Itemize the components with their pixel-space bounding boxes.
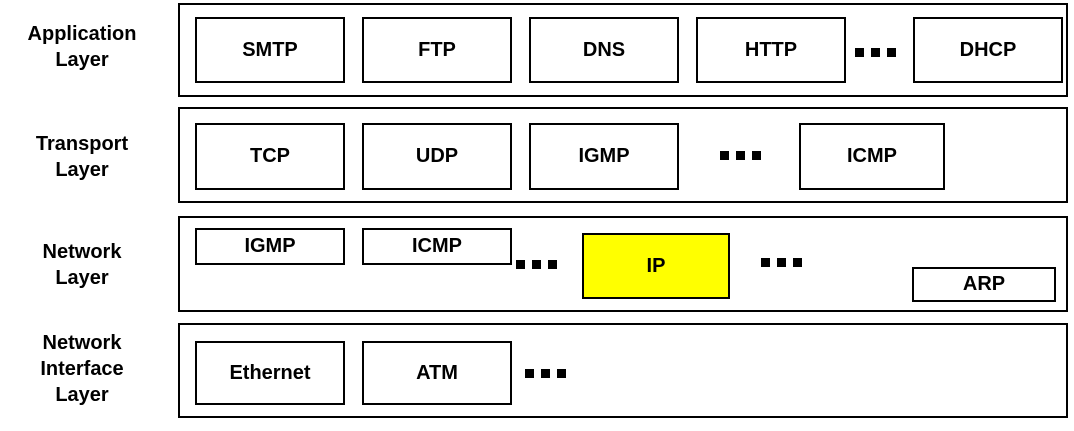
protocol-box-udp: UDP <box>362 123 512 190</box>
protocol-box-http: HTTP <box>696 17 846 83</box>
network-interface-layer-box: Ethernet ATM <box>178 323 1068 418</box>
protocol-box-icmp-network: ICMP <box>362 228 512 265</box>
network-interface-layer-label: Network Interface Layer <box>0 330 164 408</box>
protocol-box-dns: DNS <box>529 17 679 83</box>
dot-icon <box>557 369 566 378</box>
label-line: Network <box>42 241 122 263</box>
label-line: Transport <box>35 133 129 155</box>
protocol-box-icmp-transport: ICMP <box>799 123 945 190</box>
dot-icon <box>777 258 786 267</box>
label-line: Interface <box>40 358 124 380</box>
label-line: Layer <box>55 267 109 289</box>
transport-layer-box: TCP UDP IGMP ICMP <box>178 107 1068 203</box>
label-line: Layer <box>55 159 109 181</box>
dot-icon <box>516 260 525 269</box>
label-line: Application <box>27 23 137 45</box>
protocol-box-ethernet: Ethernet <box>195 341 345 405</box>
protocol-box-igmp-network: IGMP <box>195 228 345 265</box>
dot-icon <box>736 151 745 160</box>
label-line: Network <box>42 332 122 354</box>
protocol-box-igmp-transport: IGMP <box>529 123 679 190</box>
network-layer-box: IGMP ICMP IP ARP <box>178 216 1068 312</box>
ellipsis-icon <box>525 369 566 378</box>
protocol-box-ip-highlighted: IP <box>582 233 730 299</box>
protocol-box-atm: ATM <box>362 341 512 405</box>
protocol-box-arp: ARP <box>912 267 1056 302</box>
protocol-box-ftp: FTP <box>362 17 512 83</box>
dot-icon <box>548 260 557 269</box>
dot-icon <box>541 369 550 378</box>
dot-icon <box>871 48 880 57</box>
transport-layer-label: Transport Layer <box>0 131 164 183</box>
label-line: Layer <box>55 384 109 406</box>
ellipsis-icon <box>516 260 557 269</box>
network-layer-label: Network Layer <box>0 239 164 291</box>
ellipsis-icon <box>761 258 802 267</box>
dot-icon <box>793 258 802 267</box>
dot-icon <box>887 48 896 57</box>
dot-icon <box>761 258 770 267</box>
dot-icon <box>525 369 534 378</box>
dot-icon <box>855 48 864 57</box>
dot-icon <box>532 260 541 269</box>
protocol-box-smtp: SMTP <box>195 17 345 83</box>
ellipsis-icon <box>720 151 761 160</box>
dot-icon <box>720 151 729 160</box>
protocol-box-tcp: TCP <box>195 123 345 190</box>
application-layer-box: SMTP FTP DNS HTTP DHCP <box>178 3 1068 97</box>
label-line: Layer <box>55 49 109 71</box>
protocol-box-dhcp: DHCP <box>913 17 1063 83</box>
application-layer-label: Application Layer <box>0 21 164 73</box>
ellipsis-icon <box>855 48 896 57</box>
dot-icon <box>752 151 761 160</box>
